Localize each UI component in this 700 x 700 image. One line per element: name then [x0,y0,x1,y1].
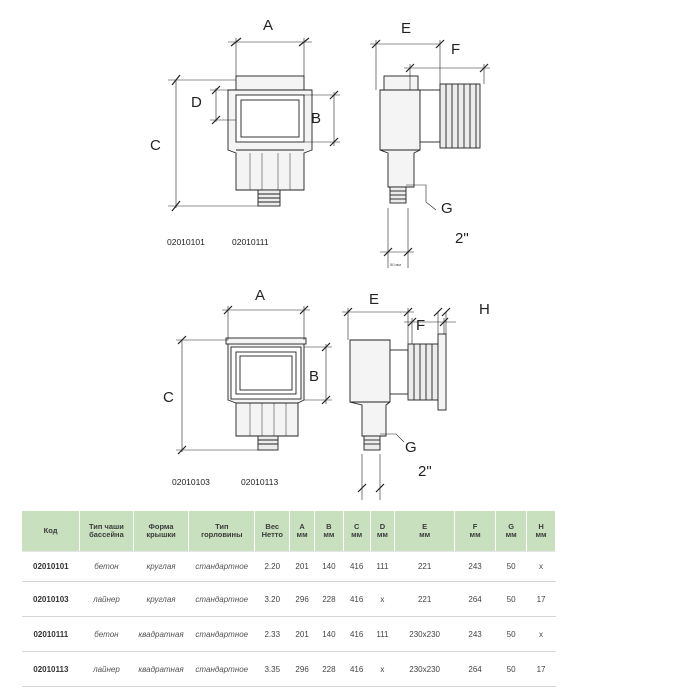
cell-g: 50 [495,651,527,687]
cell-e: 230x230 [394,651,455,687]
table-row: 02010101 бетон круглая стандартное 2.20 … [22,551,556,582]
dim-label-g: G [441,200,453,217]
dim-label-c: C [150,137,161,154]
cell-e: 230x230 [394,616,455,652]
cell-d: x [370,651,395,687]
cell-b: 228 [314,651,344,687]
cell-a: 296 [289,651,315,687]
dim-label-small: 50 мм [390,262,401,267]
dim-label-a: A [263,17,273,34]
cell-neck-type: стандартное [188,551,255,582]
top-side-view [370,39,490,268]
table-row: 02010103 лайнер круглая стандартное 3.20… [22,581,556,617]
top-front-view [168,37,340,212]
cell-h: x [526,551,556,582]
caption-code: 02010101 [167,237,205,247]
skimmer-drawings: A C D B 02010101 02010111 E F [150,17,490,500]
cell-d: 111 [370,551,395,582]
dim-label-h: H [479,301,490,318]
cell-weight: 2.20 [254,551,290,582]
cell-weight: 3.20 [254,581,290,617]
cell-h: 17 [526,581,556,617]
cell-pool-type: лайнер [79,581,134,617]
dim-label-d: D [191,94,202,111]
table-row: 02010113 лайнер квадратная стандартное 3… [22,651,556,687]
dim-label-f: F [451,41,460,58]
cell-lid-shape: круглая [133,551,189,582]
dim-label-e: E [369,291,379,308]
cell-f: 264 [454,581,496,617]
header-cell: Код [22,511,81,552]
cell-lid-shape: квадратная [133,651,189,687]
cell-a: 201 [289,551,315,582]
cell-lid-shape: квадратная [133,616,189,652]
cell-neck-type: стандартное [188,581,255,617]
dim-label-pipe: 2" [455,230,469,247]
cell-code: 02010101 [22,551,80,582]
cell-pool-type: бетон [79,616,134,652]
cell-c: 416 [343,551,371,582]
bottom-side-view [342,307,456,500]
table-row: 02010111 бетон квадратная стандартное 2.… [22,616,556,652]
cell-f: 264 [454,651,496,687]
cell-e: 221 [394,581,455,617]
cell-weight: 2.33 [254,616,290,652]
cell-b: 140 [314,551,344,582]
cell-g: 50 [495,581,527,617]
cell-pool-type: лайнер [79,651,134,687]
dim-label-b: B [309,368,319,385]
dim-label-a: A [255,287,265,304]
cell-d: 111 [370,616,395,652]
cell-c: 416 [343,616,371,652]
dim-label-c: C [163,389,174,406]
cell-e: 221 [394,551,455,582]
dim-label-g: G [405,439,417,456]
cell-c: 416 [343,581,371,617]
cell-lid-shape: круглая [133,581,189,617]
cell-a: 201 [289,616,315,652]
cell-code: 02010103 [22,581,80,617]
dim-label-e: E [401,20,411,37]
caption-code: 02010111 [232,237,269,247]
cell-f: 243 [454,551,496,582]
cell-code: 02010111 [22,616,80,652]
cell-h: 17 [526,651,556,687]
dim-label-b: B [311,110,321,127]
cell-pool-type: бетон [79,551,134,582]
cell-code: 02010113 [22,651,80,687]
cell-weight: 3.35 [254,651,290,687]
cell-a: 296 [289,581,315,617]
cell-f: 243 [454,616,496,652]
cell-neck-type: стандартное [188,651,255,687]
caption-code: 02010103 [172,477,210,487]
dim-label-f: F [416,317,425,334]
cell-neck-type: стандартное [188,616,255,652]
cell-g: 50 [495,616,527,652]
cell-d: x [370,581,395,617]
caption-code: 02010113 [241,477,278,487]
cell-h: x [526,616,556,652]
cell-b: 228 [314,581,344,617]
bottom-front-view [176,305,332,455]
dim-label-pipe: 2" [418,463,432,480]
cell-c: 416 [343,651,371,687]
cell-g: 50 [495,551,527,582]
cell-b: 140 [314,616,344,652]
